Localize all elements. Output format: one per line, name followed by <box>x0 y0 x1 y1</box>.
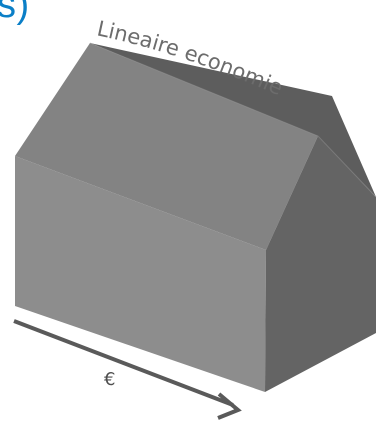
euro-label: € <box>104 369 115 390</box>
arrow-head-icon <box>217 392 242 420</box>
title-fragment: s) <box>0 0 30 26</box>
roof-edge-highlight <box>89 42 377 198</box>
arrow-shaft <box>13 319 234 407</box>
house-roof-left <box>15 43 318 250</box>
house-side-face <box>265 136 376 392</box>
house-roof-right <box>90 43 376 197</box>
house-front-face <box>15 156 266 392</box>
